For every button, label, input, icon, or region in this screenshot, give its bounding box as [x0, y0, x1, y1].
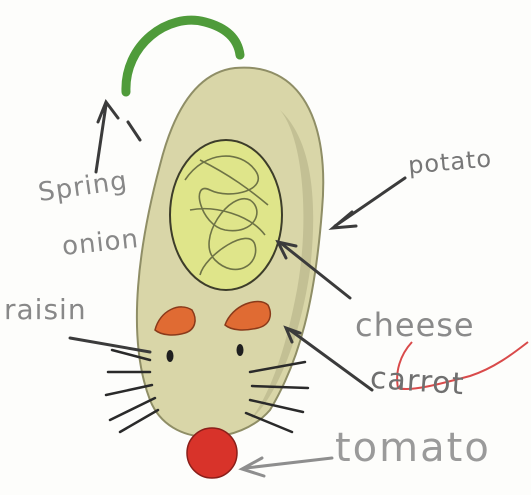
- tomato-nose: [187, 428, 237, 478]
- right-eye: [237, 344, 244, 356]
- label-cheese: cheese: [355, 306, 475, 344]
- label-tomato: tomato: [335, 425, 491, 471]
- arrow-tomato: [242, 458, 332, 476]
- arrow-potato: [333, 178, 405, 228]
- left-eye: [167, 350, 174, 362]
- label-carrot: carrot: [369, 361, 466, 403]
- arrow-spring-onion: [96, 102, 140, 172]
- label-raisin: raisin: [4, 293, 87, 326]
